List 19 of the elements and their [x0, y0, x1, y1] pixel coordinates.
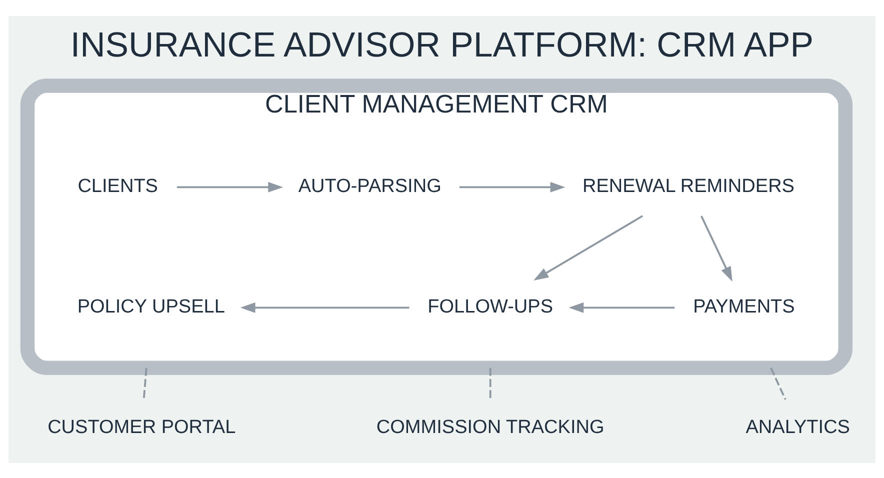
node-text: POLICY UPSELL — [77, 296, 225, 318]
connector — [489, 367, 492, 399]
arrow — [176, 181, 284, 192]
node-text: PAYMENTS — [693, 296, 795, 318]
node-text: COMMISSION TRACKING — [376, 416, 604, 438]
node-text: AUTO-PARSING — [298, 176, 442, 197]
diagram-title: INSURANCE ADVISOR PLATFORM: CRM APP — [70, 25, 814, 64]
node-text: FOLLOW-UPS — [428, 296, 554, 318]
arrow — [700, 215, 732, 282]
node-text: CLIENTS — [78, 176, 158, 197]
node-text: RENEWAL REMINDERS — [582, 176, 794, 197]
node-text: CUSTOMER PORTAL — [48, 416, 236, 438]
connector — [142, 367, 148, 400]
arrow — [240, 302, 410, 312]
arrow — [568, 302, 675, 312]
arrow — [459, 181, 566, 192]
arrow — [534, 214, 644, 280]
connector — [770, 367, 786, 400]
node-text: ANALYTICS — [746, 416, 850, 438]
